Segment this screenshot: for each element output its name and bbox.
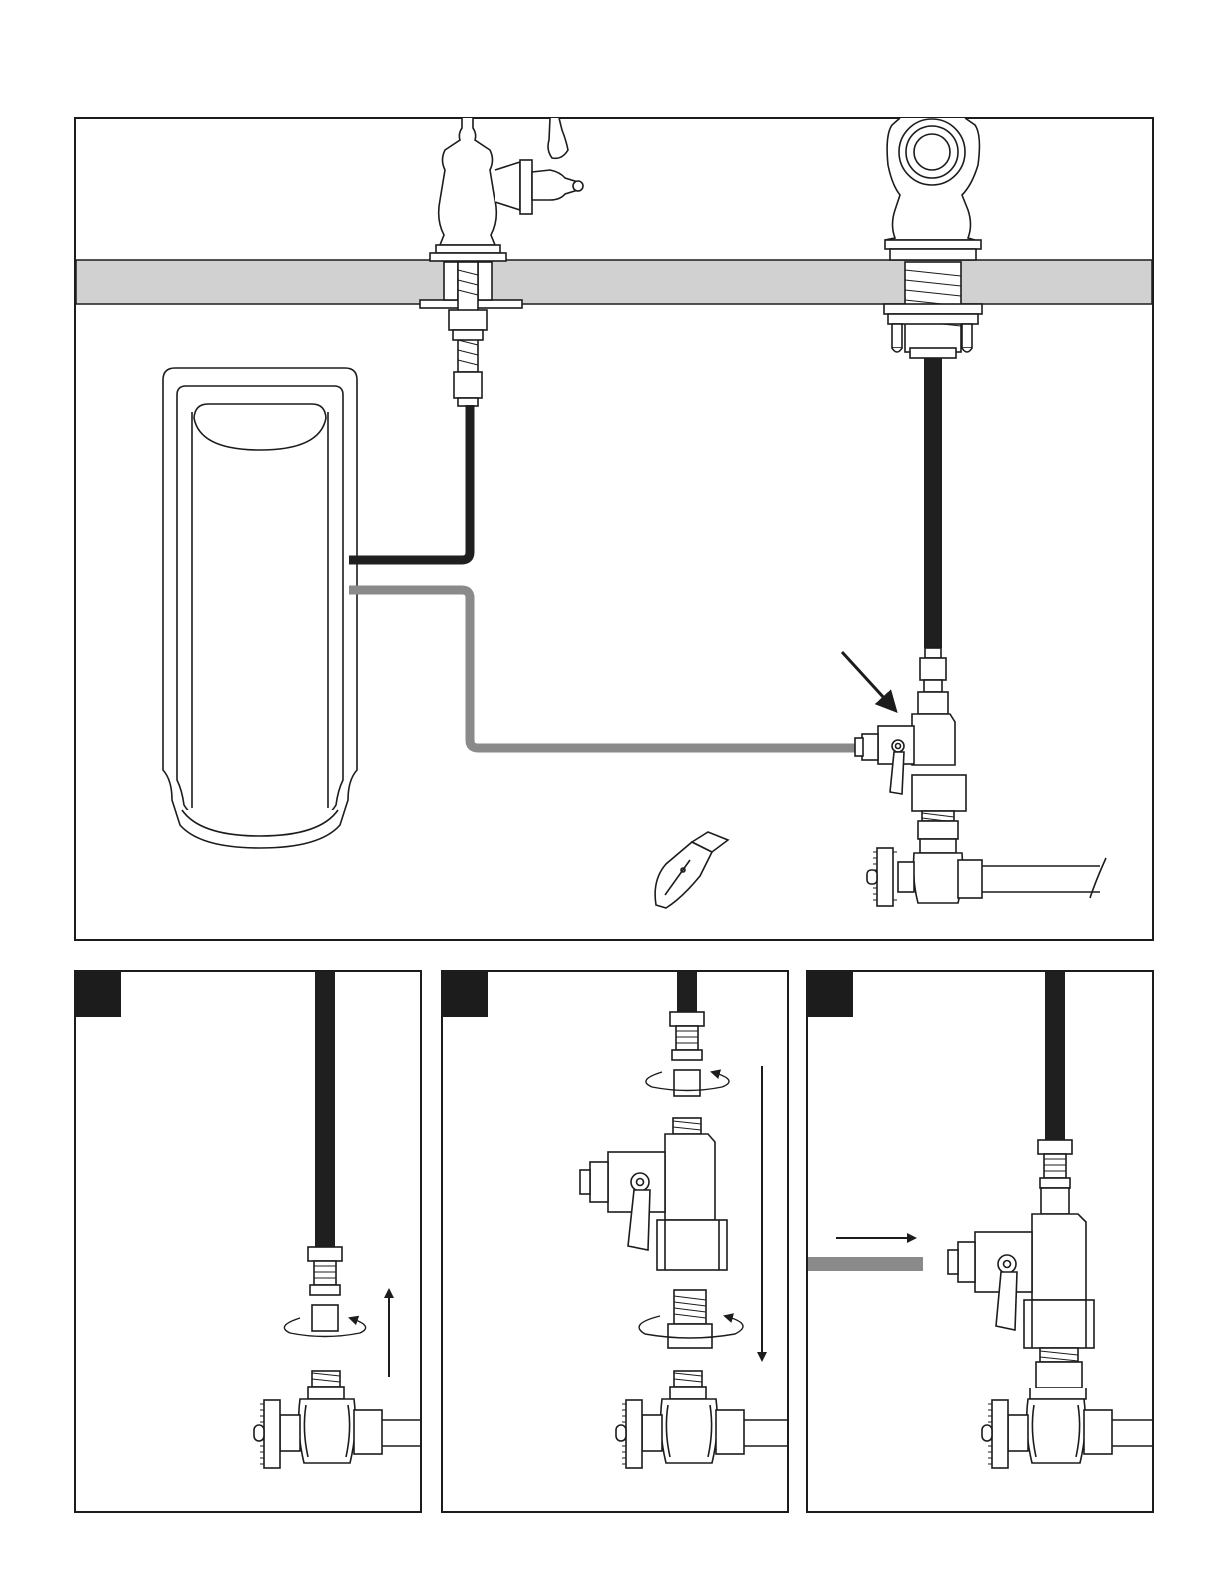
- step-panel-a: [75, 971, 421, 1512]
- supply-tube-unfiltered: [808, 1257, 923, 1271]
- countertop: [76, 260, 1152, 304]
- kitchen-faucet: [884, 118, 982, 358]
- step-badge: [442, 971, 488, 1017]
- faucet-hose: [677, 972, 697, 1012]
- step-panel-b: [442, 971, 788, 1512]
- faucet-hose: [1045, 972, 1065, 1140]
- faucet-hose: [315, 972, 335, 1247]
- step-badge: [75, 971, 121, 1017]
- hose-fitting: [670, 1012, 704, 1096]
- filter-canister: [163, 368, 357, 848]
- step-panel-c: [807, 971, 1153, 1512]
- faucet-hose: [924, 358, 942, 648]
- hose-fitting: [308, 1247, 342, 1331]
- main-diagram: [75, 118, 1153, 940]
- step-badge: [807, 971, 853, 1017]
- thread-adapter: [668, 1290, 712, 1348]
